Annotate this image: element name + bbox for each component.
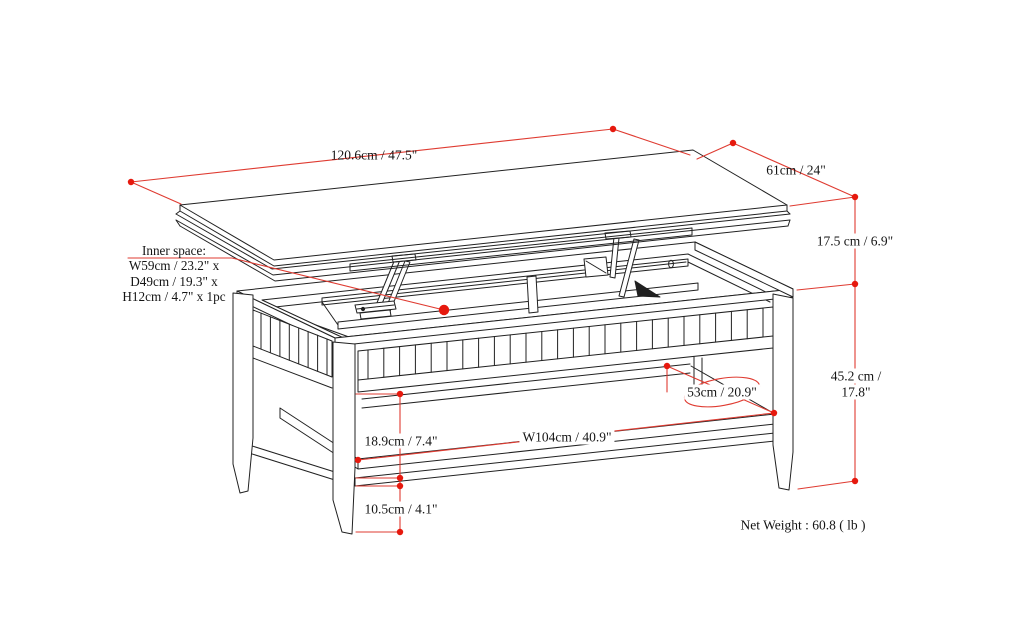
dim-line-top-depth (696, 142, 856, 207)
dim-base-height-label-line1: 45.2 cm / (827, 368, 885, 384)
dim-lift-height-label: 17.5 cm / 6.9" (813, 233, 897, 249)
front-right-leg (772, 293, 794, 491)
inner-space-leader-dot (438, 304, 450, 316)
stretcher-rails (248, 432, 776, 487)
net-weight-label: Net Weight : 60.8 ( lb ) (740, 517, 866, 533)
leader-inner-space (127, 257, 445, 311)
lift-mechanism-arms (354, 230, 661, 320)
front-left-leg (332, 341, 356, 535)
dim-line-top-length (130, 128, 691, 205)
inner-space-height: H12cm / 4.7" x 1pc (122, 289, 226, 305)
inner-space-width: W59cm / 23.2" x (128, 258, 220, 274)
inner-space-depth: D49cm / 19.3" x (130, 274, 218, 289)
tabletop (175, 149, 791, 282)
inner-space-label-block: Inner space: W59cm / 23.2" x D49cm / 19.… (122, 243, 225, 305)
side-apron (252, 309, 333, 389)
lift-platform (321, 256, 699, 330)
dim-line-clearance-and-foot (355, 393, 401, 533)
table-line-art (175, 149, 794, 535)
dim-foot-height-label: 10.5cm / 4.1" (361, 501, 441, 517)
dim-shelf-clearance-label: 18.9cm / 7.4" (361, 433, 441, 449)
back-left-leg (232, 292, 254, 494)
dim-base-height-label-line2: 17.8" (838, 384, 874, 400)
dim-top-length-label: 120.6cm / 47.5" (330, 147, 418, 163)
dim-top-depth-label: 61cm / 24" (766, 162, 826, 178)
table-legs (232, 292, 794, 535)
dim-shelf-width-label: W104cm / 40.9" (519, 429, 615, 445)
under-top-rail (349, 227, 693, 272)
inner-space-title: Inner space: (141, 243, 207, 259)
dim-shelf-depth-label: 53cm / 20.9" (684, 384, 760, 400)
front-apron (357, 306, 774, 393)
dimension-dots (127, 125, 859, 536)
